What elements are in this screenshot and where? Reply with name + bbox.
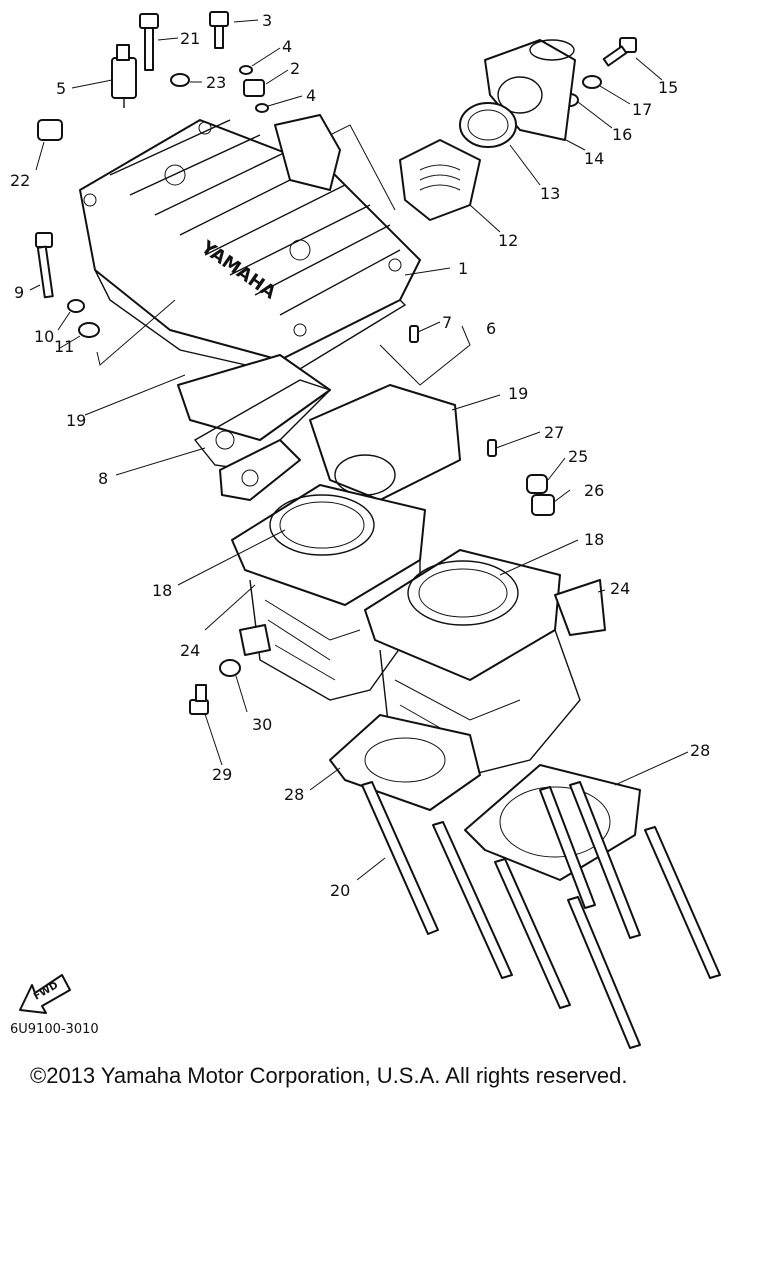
label-9: 9 <box>14 283 24 302</box>
seal-4a <box>239 65 253 75</box>
label-3: 3 <box>262 11 272 30</box>
label-30: 30 <box>252 715 272 734</box>
label-4b: 4 <box>306 86 316 105</box>
bolt-3 <box>209 11 229 49</box>
label-18a: 18 <box>152 581 172 600</box>
label-1: 1 <box>458 259 468 278</box>
washer-10 <box>67 299 85 313</box>
exploded-parts-diagram: YAMAHA <box>10 11 721 1049</box>
label-16: 16 <box>612 125 632 144</box>
cylinder-right <box>364 549 606 776</box>
label-4a: 4 <box>282 37 292 56</box>
label-21: 21 <box>180 29 200 48</box>
label-15: 15 <box>658 78 678 97</box>
studs <box>361 781 721 1049</box>
plug-22 <box>37 119 63 141</box>
head-gasket-right <box>309 384 461 501</box>
label-17: 17 <box>632 100 652 119</box>
bolt-9 <box>35 232 54 299</box>
diagram-code: 6U9100-3010 <box>10 1022 99 1037</box>
label-14: 14 <box>584 149 604 168</box>
label-12: 12 <box>498 231 518 250</box>
bolt-15 <box>602 37 637 67</box>
label-28a: 28 <box>284 785 304 804</box>
label-24b: 24 <box>610 579 630 598</box>
label-27: 27 <box>544 423 564 442</box>
washer-23 <box>170 73 190 87</box>
label-28b: 28 <box>690 741 710 760</box>
cylinder-left <box>231 484 426 701</box>
base-gasket-left <box>329 714 481 811</box>
label-19b: 19 <box>508 384 528 403</box>
label-10: 10 <box>34 327 54 346</box>
cap-26 <box>531 494 555 516</box>
label-29: 29 <box>212 765 232 784</box>
cap-25 <box>526 474 548 494</box>
label-25: 25 <box>568 447 588 466</box>
label-26: 26 <box>584 481 604 500</box>
washer-11 <box>78 322 100 338</box>
bolt-21 <box>139 13 159 71</box>
head-gasket-left <box>177 354 332 471</box>
seal-4b <box>255 103 269 113</box>
label-23: 23 <box>206 73 226 92</box>
fitting-2 <box>243 79 265 97</box>
label-18b: 18 <box>584 530 604 549</box>
label-8: 8 <box>98 469 108 488</box>
label-6: 6 <box>486 319 496 338</box>
leader-lines <box>29 19 689 881</box>
label-22: 22 <box>10 171 30 190</box>
label-7: 7 <box>442 313 452 332</box>
fwd-arrow-icon: FWD <box>19 974 71 1014</box>
spark-plug <box>111 44 137 108</box>
label-13: 13 <box>540 184 560 203</box>
thermostat <box>399 139 481 221</box>
cylinder-head: YAMAHA <box>79 119 421 376</box>
pin-27 <box>487 439 497 457</box>
label-11: 11 <box>54 337 74 356</box>
pin-7 <box>409 325 419 343</box>
washer-30 <box>219 659 241 677</box>
part-labels: 1 2 3 4 4 5 6 7 8 9 10 11 12 13 14 15 16… <box>10 11 710 900</box>
label-24a: 24 <box>180 641 200 660</box>
bolt-29 <box>189 684 209 715</box>
label-20: 20 <box>330 881 350 900</box>
copyright-notice: ©2013 Yamaha Motor Corporation, U.S.A. A… <box>30 1063 628 1088</box>
label-5: 5 <box>56 79 66 98</box>
label-2: 2 <box>290 59 300 78</box>
nut-17 <box>582 75 602 89</box>
plate-8 <box>219 439 301 501</box>
label-19a: 19 <box>66 411 86 430</box>
